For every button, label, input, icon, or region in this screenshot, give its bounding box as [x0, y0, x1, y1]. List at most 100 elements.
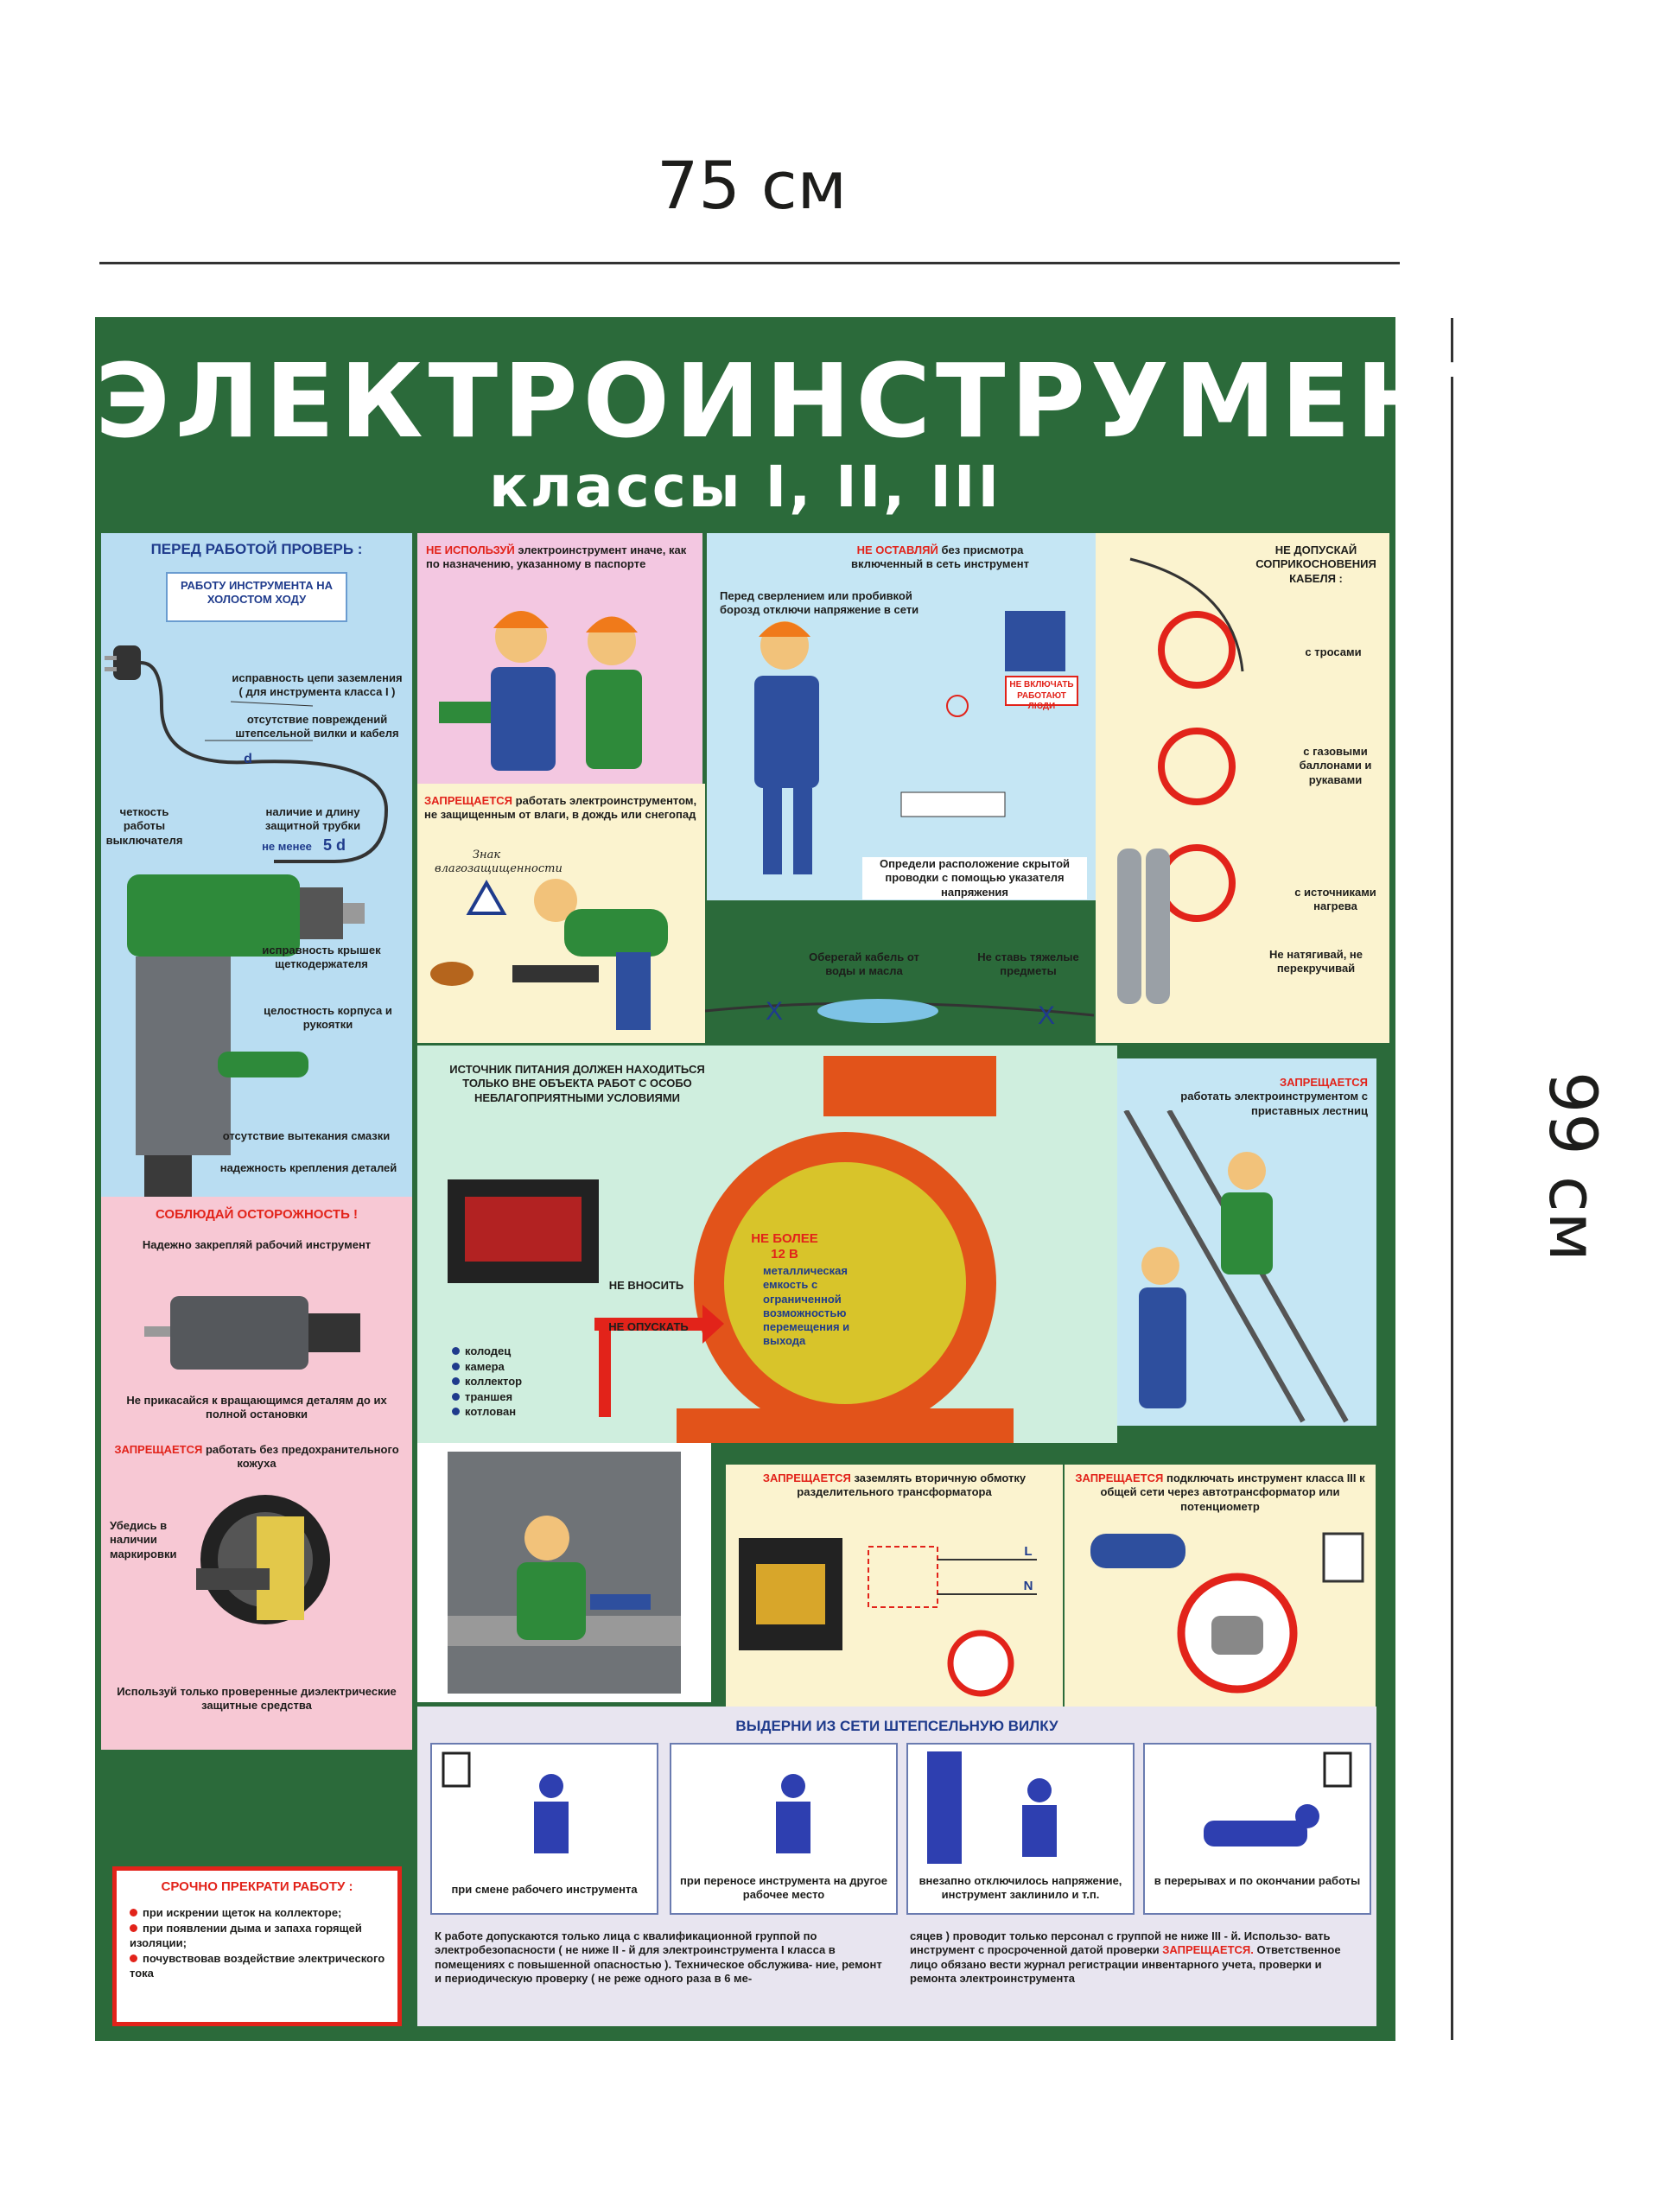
careful-line2: Не прикасайся к вращающимся деталям до и…: [126, 1394, 387, 1421]
manhole-worker-figure: [448, 1452, 681, 1694]
ladder-panel: ЗАПРЕЩАЕТСЯ работать электроинструментом…: [1117, 1058, 1376, 1426]
chainsaw-worker-figure: [430, 879, 668, 1030]
width-dimension-label: 75 см: [657, 147, 847, 224]
place-well: колодец: [452, 1344, 522, 1359]
stop-work-item-2: при появлении дыма и запаха горящей изол…: [130, 1921, 362, 1950]
stop-work-item-3: почувствовав воздействие электрического …: [130, 1951, 385, 1980]
footer-col2b: Ответственное лицо обязано вести журнал …: [910, 1943, 1341, 1985]
unplug-header: ВЫДЕРНИ ИЗ СЕТИ ШТЕПСЕЛЬНУЮ ВИЛКУ: [735, 1718, 1058, 1734]
moisture-forbid: ЗАПРЕЩАЕТСЯ: [424, 794, 513, 807]
check-before-panel: ПЕРЕД РАБОТОЙ ПРОВЕРЬ : РАБОТУ ИНСТРУМЕН…: [101, 533, 412, 1197]
careful-line1: Надежно закрепляй рабочий инструмент: [142, 1238, 372, 1251]
autotransformer-panel: ЗАПРЕЩАЕТСЯ подключать инструмент класса…: [1065, 1465, 1376, 1707]
five-d-label: 5 d: [322, 836, 346, 854]
moisture-panel: ЗАПРЕЩАЕТСЯ работать электроинструментом…: [417, 784, 705, 1043]
do-not-switch-sign: НЕ ВКЛЮЧАТЬ РАБОТАЮТ ЛЮДИ: [1005, 676, 1078, 711]
place-trench: траншея: [452, 1389, 522, 1405]
do-not-use-panel: НЕ ИСПОЛЬЗУЙ электроинструмент иначе, ка…: [417, 533, 702, 784]
careful-line3: работать без предохранительного кожуха: [205, 1443, 399, 1471]
power-source-text: ИСТОЧНИК ПИТАНИЯ ДОЛЖЕН НАХОДИТЬСЯ ТОЛЬК…: [449, 1063, 705, 1104]
height-dimension-line: [1451, 318, 1453, 2040]
stop-work-item-1: при искрении щеток на коллекторе;: [130, 1905, 389, 1921]
do-not-use-caps: НЕ ИСПОЛЬЗУЙ: [426, 543, 515, 556]
no-bring-label: НЕ ВНОСИТЬ: [608, 1279, 684, 1292]
vessel-text: металлическая емкость с ограниченной воз…: [763, 1264, 850, 1348]
transformer-panel: ЗАПРЕЩАЕТСЯ заземлять вторичную обмотку …: [726, 1465, 1063, 1707]
check-grounding: исправность цепи заземления ( для инстру…: [232, 671, 403, 699]
chuck-grinder-figures: [144, 1296, 360, 1624]
drill-diagram: [105, 645, 389, 1197]
manhole-panel: [417, 1443, 711, 1702]
careful-line5: Используй только проверенные диэлектриче…: [117, 1685, 397, 1713]
d-label: d: [244, 752, 252, 766]
width-dimension-line: [99, 262, 1400, 264]
no-lower-label: НЕ ОПУСКАТЬ: [608, 1320, 689, 1333]
moisture-text: работать электроинструментом, не защищен…: [424, 794, 697, 822]
cable-no-pull: Не натягивай, не перекручивай: [1268, 948, 1363, 976]
ladder-text: работать электроинструментом с приставны…: [1180, 1090, 1368, 1117]
unattended-text: без присмотра включенный в сеть инструме…: [851, 543, 1029, 571]
electrician-figure: [754, 611, 1065, 874]
careful-header: СОБЛЮДАЙ ОСТОРОЖНОСТЬ !: [155, 1207, 359, 1222]
workers-figure: [439, 611, 642, 771]
cable-item-ropes: с тросами: [1305, 645, 1362, 658]
drill-note: Перед сверлением или пробивкой борозд от…: [720, 589, 919, 617]
poster-subtitle: классы I, II, III: [488, 454, 1002, 520]
cable-item-heat: с источниками нагрева: [1294, 886, 1376, 913]
do-not-use-text: электроинструмент иначе, как по назначен…: [426, 543, 687, 571]
careful-forbid: ЗАПРЕЩАЕТСЯ: [114, 1443, 203, 1456]
place-pit: котлован: [452, 1404, 522, 1420]
cable-water-figure: X X: [705, 997, 1094, 1030]
check-switch: четкость работы выключателя: [105, 805, 183, 847]
footer-col1: К работе допускаются только лица с квали…: [435, 1929, 882, 1985]
check-fastening: надежность крепления деталей: [219, 1161, 397, 1174]
check-plug-cable: отсутствие повреждений штепсельной вилки…: [235, 713, 399, 741]
svg-text:X: X: [766, 997, 783, 1026]
check-lubricant: отсутствие вытекания смазки: [222, 1129, 391, 1142]
cable-panel: НЕ ДОПУСКАЙ СОПРИКОСНОВЕНИЯ КАБЕЛЯ : с т…: [1096, 533, 1389, 1043]
transformer-text: заземлять вторичную обмотку разделительн…: [797, 1471, 1027, 1499]
footer-panel: К работе допускаются только лица с квали…: [417, 1923, 1376, 2026]
check-before-header: ПЕРЕД РАБОТОЙ ПРОВЕРЬ :: [150, 541, 363, 557]
autotransformer-text: подключать инструмент класса III к общей…: [1100, 1471, 1365, 1513]
careful-panel: СОБЛЮДАЙ ОСТОРОЖНОСТЬ ! Надежно закрепля…: [101, 1197, 412, 1750]
unplug-pictograms: [442, 1751, 1352, 1864]
cable-no-heavy: Не ставь тяжелые предметы: [977, 950, 1079, 978]
cable-header: НЕ ДОПУСКАЙ СОПРИКОСНОВЕНИЯ КАБЕЛЯ :: [1255, 543, 1376, 585]
unattended-caps: НЕ ОСТАВЛЯЙ: [856, 543, 938, 556]
cable-protect: Оберегай кабель от воды и масла: [809, 950, 919, 978]
poster-title: ЭЛЕКТРОИНСТРУМЕНТ: [95, 341, 1522, 461]
check-body: целостность корпуса и рукоятки: [264, 1004, 392, 1032]
line-L-label: L: [1024, 1544, 1033, 1559]
idle-run-box: РАБОТУ ИНСТРУМЕНТА НА ХОЛОСТОМ ХОДУ: [166, 572, 347, 622]
place-collector: коллектор: [452, 1374, 522, 1389]
cable-item-gas: с газовыми баллонами и рукавами: [1299, 745, 1372, 786]
voltage-value: 12 В: [771, 1247, 798, 1262]
svg-text:X: X: [1038, 1001, 1055, 1030]
forbid-circle-cable-2: [1158, 728, 1236, 805]
unattended-panel: НЕ ОСТАВЛЯЙ без присмотра включенный в с…: [707, 533, 1096, 900]
footer-col2: сяцев ) проводит только персонал с групп…: [910, 1929, 1331, 1957]
ladder-forbid: ЗАПРЕЩАЕТСЯ: [1279, 1076, 1368, 1089]
careful-line4: Убедись в наличии маркировки: [110, 1519, 177, 1560]
forbid-circle-cable-1: [1158, 611, 1236, 689]
stop-work-box: СРОЧНО ПРЕКРАТИ РАБОТУ : при искрении ще…: [112, 1866, 402, 2026]
transformer-forbid: ЗАПРЕЩАЕТСЯ: [762, 1471, 851, 1484]
stop-work-header: СРОЧНО ПРЕКРАТИ РАБОТУ :: [161, 1879, 353, 1894]
moisture-sign-label: Знак влагозащищенности: [435, 849, 563, 876]
unplug-panel: ВЫДЕРНИ ИЗ СЕТИ ШТЕПСЕЛЬНУЮ ВИЛКУ при см…: [417, 1707, 1376, 1923]
voltage-caps: НЕ БОЛЕЕ: [751, 1231, 818, 1246]
not-less-label: не менее: [262, 840, 312, 853]
footer-forbid: ЗАПРЕЩАЕТСЯ.: [1162, 1943, 1254, 1957]
gas-cylinders-figure: [1117, 557, 1244, 1004]
tank-figure: [448, 1056, 1014, 1443]
power-source-panel: ИСТОЧНИК ПИТАНИЯ ДОЛЖЕН НАХОДИТЬСЯ ТОЛЬК…: [417, 1046, 1117, 1443]
autotransformer-figure: [1090, 1532, 1364, 1694]
hidden-wiring-note: Определи расположение скрытой проводки с…: [862, 857, 1087, 899]
check-tube: наличие и длину защитной трубки: [264, 805, 361, 833]
transformer-figure: [739, 1538, 1037, 1697]
ladder-figure: [1123, 1110, 1349, 1423]
line-N-label: N: [1023, 1579, 1033, 1593]
check-brush-covers: исправность крышек щеткодержателя: [262, 944, 381, 971]
autotransformer-forbid: ЗАПРЕЩАЕТСЯ: [1075, 1471, 1164, 1484]
